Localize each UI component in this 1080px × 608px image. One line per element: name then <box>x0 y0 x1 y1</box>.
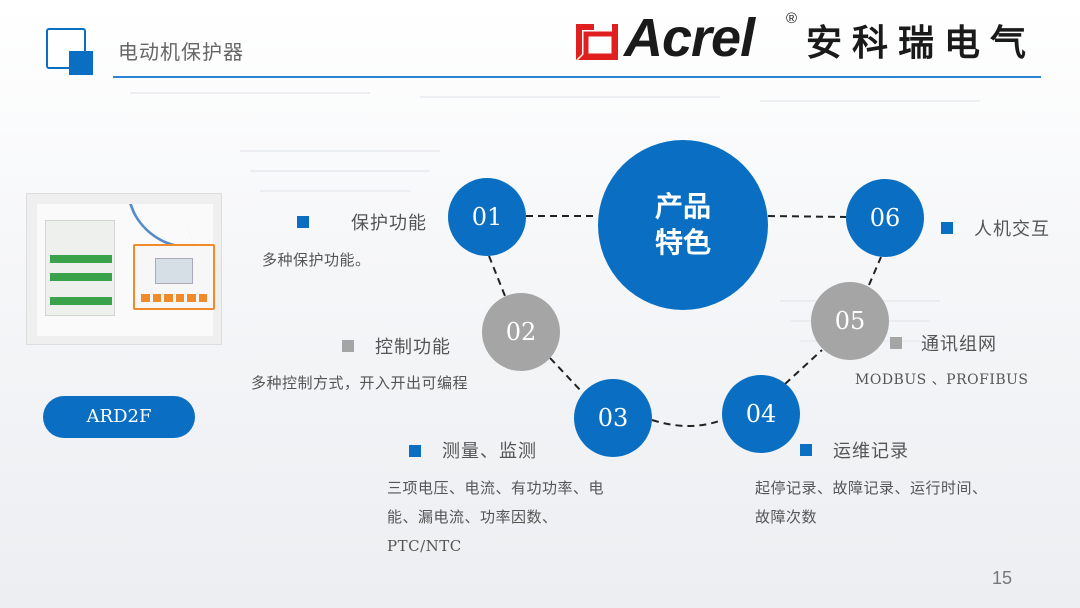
feature-circle-02[interactable]: 02 <box>482 293 560 371</box>
bullet-icon <box>297 216 309 228</box>
bullet-icon <box>800 444 812 456</box>
feature-desc-03-line1: 三项电压、电流、有功功率、电 <box>387 479 605 497</box>
center-circle: 产品 特色 <box>598 140 768 310</box>
bullet-icon <box>941 222 953 234</box>
logo-registered-mark: ® <box>786 10 798 27</box>
feature-circle-03[interactable]: 03 <box>574 379 652 457</box>
model-badge[interactable]: ARD2F <box>43 396 195 438</box>
feature-desc-02: 多种控制方式，开入开出可编程 <box>251 374 469 392</box>
bullet-icon <box>342 340 354 352</box>
feature-circle-06[interactable]: 06 <box>846 179 924 257</box>
feature-circle-05[interactable]: 05 <box>811 282 889 360</box>
product-photo <box>37 204 215 336</box>
feature-title-05: 通讯组网 <box>921 334 997 355</box>
page-title: 电动机保护器 <box>118 40 244 64</box>
feature-title-01: 保护功能 <box>351 213 427 234</box>
logo-brand: Acrel <box>624 8 755 68</box>
header-divider <box>113 76 1041 78</box>
title-square-icon <box>69 51 93 75</box>
feature-desc-03-line2: 能、漏电流、功率因数、 <box>387 508 558 526</box>
feature-desc-01: 多种保护功能。 <box>262 251 371 269</box>
logo-chinese-name: 安科瑞电气 <box>806 23 1037 64</box>
feature-desc-03-line3: PTC/NTC <box>387 537 462 555</box>
display-unit <box>133 244 215 310</box>
feature-desc-04-line1: 起停记录、故障记录、运行时间、 <box>755 479 988 497</box>
center-label-line2: 特色 <box>654 226 711 259</box>
product-image-card <box>26 193 222 345</box>
main-unit <box>45 220 115 316</box>
feature-desc-04-line2: 故障次数 <box>755 508 818 526</box>
feature-desc-04: 起停记录、故障记录、运行时间、 故障次数 <box>755 474 988 532</box>
feature-desc-05: MODBUS 、PROFIBUS <box>855 372 1029 388</box>
acrel-logo-mark-icon <box>576 24 618 60</box>
feature-circle-04[interactable]: 04 <box>722 375 800 453</box>
feature-desc-03: 三项电压、电流、有功功率、电 能、漏电流、功率因数、 PTC/NTC <box>387 474 604 561</box>
bullet-icon <box>409 445 421 457</box>
feature-title-04: 运维记录 <box>833 441 909 462</box>
feature-title-03: 测量、监测 <box>442 441 537 462</box>
feature-title-06: 人机交互 <box>974 219 1050 240</box>
feature-circle-01[interactable]: 01 <box>448 178 526 256</box>
page-number: 15 <box>991 568 1012 588</box>
center-label-line1: 产品 <box>654 190 711 223</box>
feature-title-02: 控制功能 <box>375 337 451 358</box>
bullet-icon <box>890 337 902 349</box>
